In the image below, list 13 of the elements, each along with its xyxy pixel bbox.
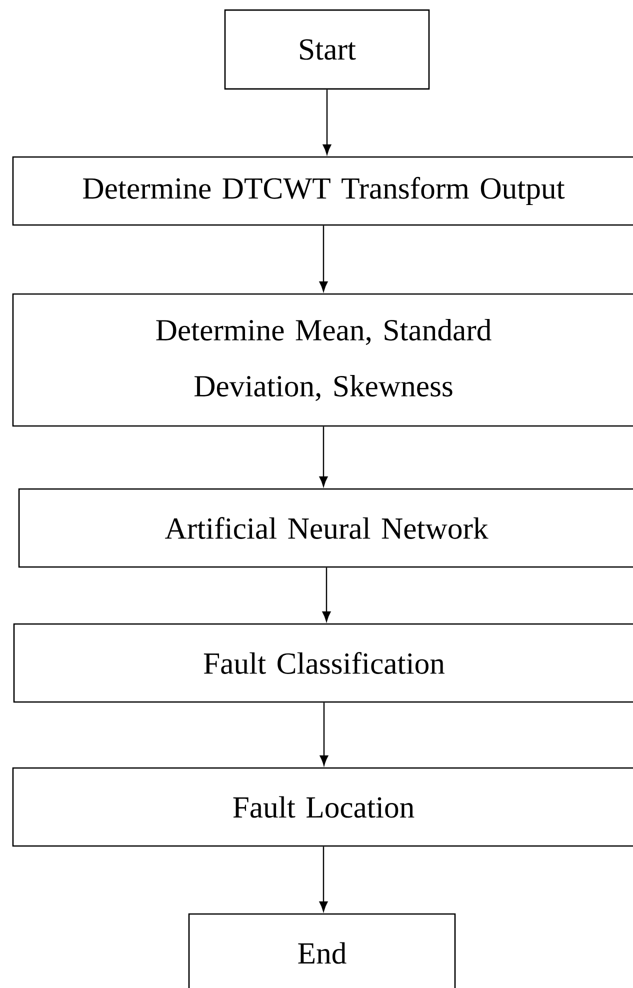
process-box: Determine Mean, Standard Deviation, Skewness [12, 293, 633, 427]
arrow [322, 568, 331, 622]
terminal-box: End [188, 913, 456, 988]
arrow [319, 846, 328, 912]
arrow [320, 702, 328, 766]
terminal-box: Start [224, 9, 430, 90]
process-box: Fault Classification [13, 623, 633, 703]
process-box: Artificial Neural Network [18, 488, 633, 568]
process-box: Determine DTCWT Transform Output [12, 156, 633, 226]
arrow [322, 90, 332, 155]
arrow [319, 426, 328, 487]
process-box: Fault Location [12, 767, 633, 847]
arrow [319, 226, 328, 292]
